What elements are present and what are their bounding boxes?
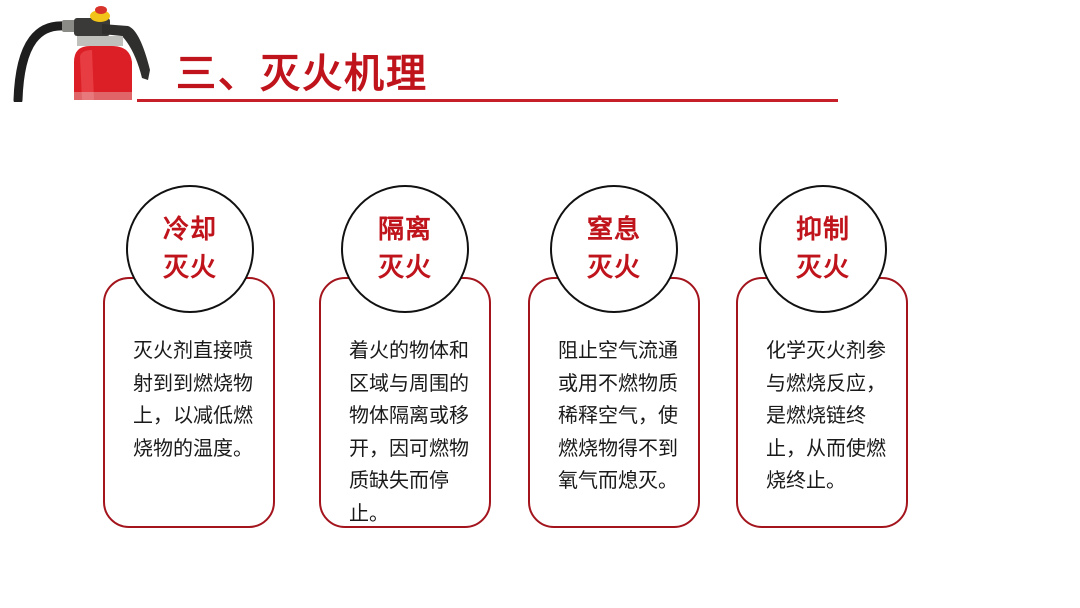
- circle-badge-inhibition: 抑制 灭火: [759, 185, 887, 313]
- circle-badge-isolation: 隔离 灭火: [341, 185, 469, 313]
- title-underline: [137, 99, 838, 102]
- card-description: 着火的物体和区域与周围的物体隔离或移开，因可燃物质缺失而停止。: [349, 338, 469, 525]
- card-description: 阻止空气流通或用不燃物质稀释空气，使燃烧物得不到氧气而熄灭。: [558, 338, 678, 492]
- badge-title-line1: 隔离: [377, 215, 432, 245]
- card-cooling: 灭火剂直接喷射到到燃烧物上，以减低燃烧物的温度。: [103, 277, 275, 528]
- badge-title-line2: 灭火: [377, 253, 432, 283]
- badge-title-line1: 抑制: [795, 215, 850, 245]
- badge-title-line2: 灭火: [586, 253, 641, 283]
- badge-title-line2: 灭火: [795, 253, 850, 283]
- fire-extinguisher-icon: [13, 6, 150, 102]
- card-description: 化学灭火剂参与燃烧反应，是燃烧链终止，从而使燃烧终止。: [766, 338, 886, 492]
- card-suffocation: 阻止空气流通或用不燃物质稀释空气，使燃烧物得不到氧气而熄灭。: [528, 277, 700, 528]
- badge-title-line2: 灭火: [162, 253, 217, 283]
- card-inhibition: 化学灭火剂参与燃烧反应，是燃烧链终止，从而使燃烧终止。: [736, 277, 908, 528]
- circle-badge-cooling: 冷却 灭火: [126, 185, 254, 313]
- circle-badge-suffocation: 窒息 灭火: [550, 185, 678, 313]
- card-isolation: 着火的物体和区域与周围的物体隔离或移开，因可燃物质缺失而停止。: [319, 277, 491, 528]
- page-title: 三、灭火机理: [176, 51, 428, 97]
- card-description: 灭火剂直接喷射到到燃烧物上，以减低燃烧物的温度。: [133, 338, 253, 460]
- badge-title-line1: 冷却: [162, 215, 217, 245]
- badge-title-line1: 窒息: [586, 215, 641, 245]
